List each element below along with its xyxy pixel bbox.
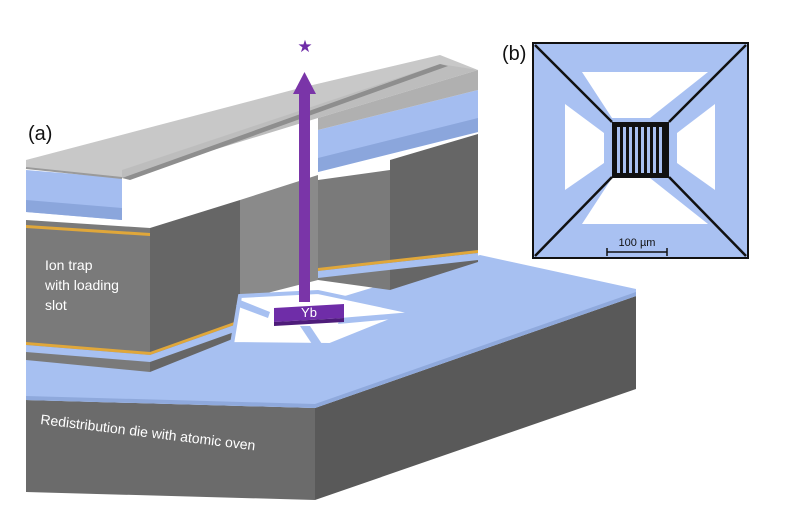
trap-layer-gold-side <box>150 320 240 355</box>
beam-arrowhead <box>293 72 316 94</box>
electrode-edge-line <box>25 167 123 179</box>
trap-front-face <box>26 220 150 372</box>
oven-label: Yb <box>301 305 317 320</box>
atom-beam-arrow: ★ <box>293 37 316 302</box>
cutout-top <box>582 72 708 118</box>
ion-trap-back-section <box>240 134 478 300</box>
trap-back-right-face <box>390 134 478 290</box>
die-right-face <box>315 296 636 500</box>
trap-back-blue-line <box>318 253 478 278</box>
trap-back-slot-wall <box>240 175 318 300</box>
meander-slot-8 <box>659 127 662 173</box>
cutout-left <box>565 104 604 190</box>
ion-trap-label-line1: Ion trap <box>45 257 93 273</box>
meander-slot-3 <box>629 127 632 173</box>
meander-slot-1 <box>617 127 620 173</box>
slot-inner-spoke-right <box>338 312 412 324</box>
ion-trap-left-pillar <box>26 200 240 372</box>
die-front-face <box>26 400 315 500</box>
cutout-right <box>677 104 715 190</box>
star-marker: ★ <box>297 37 312 56</box>
ion-trap-label-line3: slot <box>45 297 67 313</box>
scale-bar-label: 100 µm <box>619 237 656 249</box>
oven-side <box>274 318 344 326</box>
dielectric-layer-right-shade <box>318 118 478 172</box>
beam-diag-tr <box>668 44 747 123</box>
panel-b: (b) 100 µm <box>502 42 749 259</box>
slot-inner-spoke-bottom <box>300 326 322 344</box>
meander-slot-4 <box>635 127 638 173</box>
slot-inner-spoke-left <box>236 300 270 318</box>
ion-trap-label-line2: with loading <box>44 277 119 293</box>
trap-layer-blue-side <box>150 323 240 362</box>
trap-back-front-face <box>318 170 390 290</box>
dielectric-layer-front-shade <box>26 200 122 220</box>
meander-slot-6 <box>647 127 650 173</box>
panel-b-label: (b) <box>502 43 526 65</box>
beam-shaft <box>299 92 310 302</box>
electrode-top-left <box>26 55 478 178</box>
electrode-slot-gap <box>122 64 448 180</box>
meander-slot-7 <box>653 127 656 173</box>
beam-diag-br <box>668 176 747 257</box>
cutout-bottom <box>582 178 708 224</box>
panel-a-label: (a) <box>28 123 52 145</box>
panel-a: Yb ★ (a) Ion trap with loading slot Redi… <box>25 37 636 500</box>
trap-layer-blue-front <box>26 345 150 362</box>
trap-back-gold-line <box>318 250 478 271</box>
beam-diag-bl <box>534 176 613 257</box>
beam-diag-tl <box>534 44 613 123</box>
heater-meander <box>612 122 669 178</box>
atomic-oven: Yb <box>274 304 344 326</box>
micrograph-frame <box>532 42 749 259</box>
trap-top-layers <box>26 90 478 236</box>
electrode-right-strip <box>318 70 478 130</box>
top-electrode <box>25 55 478 180</box>
trap-upper-gold-front <box>26 225 150 236</box>
oven-top <box>274 304 344 322</box>
meander-slot-5 <box>641 127 644 173</box>
scale-bar: 100 µm <box>606 237 668 256</box>
trap-layer-gold-front <box>26 342 150 355</box>
meander-slot-2 <box>623 127 626 173</box>
